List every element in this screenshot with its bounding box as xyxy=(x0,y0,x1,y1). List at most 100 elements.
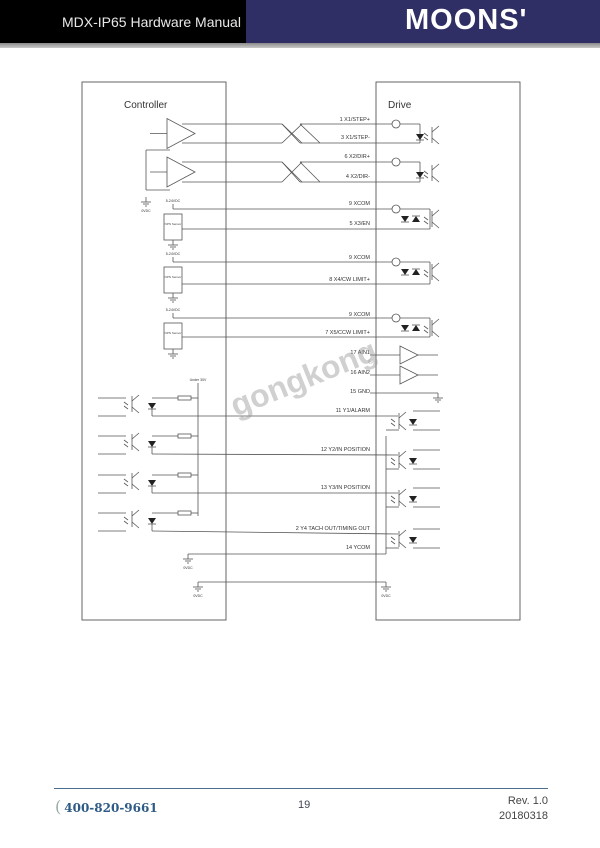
signal-label: 9 XCOM xyxy=(349,201,371,207)
phototransistor-icon xyxy=(431,262,440,270)
diode-icon xyxy=(401,269,409,275)
page-header: MDX-IP65 Hardware Manual MOONS' xyxy=(0,0,600,48)
phototransistor-icon xyxy=(131,483,140,491)
light-arrow-icon xyxy=(123,516,129,521)
phototransistor-icon xyxy=(398,411,407,419)
light-arrow-icon xyxy=(390,495,396,500)
light-arrow-icon xyxy=(390,418,396,423)
wire xyxy=(299,161,321,183)
drive-label: Drive xyxy=(388,100,412,111)
wire xyxy=(281,123,301,144)
diode-icon xyxy=(401,325,409,331)
signal-label: 11 Y1/ALARM xyxy=(336,408,371,414)
current-limiter-icon xyxy=(391,119,401,129)
phototransistor-icon xyxy=(431,318,440,326)
light-arrow-icon xyxy=(423,216,429,221)
phone-icon: ( xyxy=(55,797,62,816)
signal-label: 1 X1/STEP+ xyxy=(340,117,370,123)
diode-icon xyxy=(416,134,424,140)
sensor-label: NPN Sensor xyxy=(165,275,182,279)
resistor-icon xyxy=(177,395,192,401)
header-right-band xyxy=(246,0,600,43)
signal-label: 9 XCOM xyxy=(349,255,371,261)
footer-phone: (400-820-9661 xyxy=(55,797,158,816)
current-limiter-icon xyxy=(391,204,401,214)
light-arrow-icon xyxy=(123,482,129,487)
phototransistor-icon xyxy=(431,137,440,145)
header-left-band xyxy=(0,0,246,43)
diode-icon xyxy=(148,518,156,524)
phototransistor-icon xyxy=(398,541,407,549)
header-divider xyxy=(0,43,600,48)
output-supply-label: Under 30V xyxy=(190,378,207,382)
revision: Rev. 1.0 xyxy=(507,795,548,807)
phototransistor-icon xyxy=(131,471,140,479)
phototransistor-icon xyxy=(431,221,440,229)
light-arrow-icon xyxy=(423,170,429,175)
page-number: 19 xyxy=(298,799,311,811)
npn-sensor-box xyxy=(163,213,183,241)
light-arrow-icon xyxy=(423,132,429,137)
diode-icon xyxy=(148,441,156,447)
light-arrow-icon xyxy=(390,461,396,466)
signal-label: 9 XCOM xyxy=(349,312,371,318)
light-arrow-icon xyxy=(390,457,396,462)
diode-icon xyxy=(409,537,417,543)
sensor-label: NPN Sensor xyxy=(165,331,182,335)
line-driver-icon xyxy=(166,117,196,150)
controller-box xyxy=(81,81,227,621)
diode-icon xyxy=(412,216,420,222)
diode-icon xyxy=(412,325,420,331)
signal-label: 6 X2/DIR+ xyxy=(344,154,370,160)
signal-label: 16 AIN2 xyxy=(350,370,370,376)
phototransistor-icon xyxy=(398,500,407,508)
signal-label: 14 YCOM xyxy=(346,545,370,551)
wire xyxy=(151,530,399,535)
signal-label: 8 X4/CW LIMIT+ xyxy=(329,277,370,283)
light-arrow-icon xyxy=(123,443,129,448)
light-arrow-icon xyxy=(423,269,429,274)
sensor-label: NPN Sensor xyxy=(165,222,182,226)
light-arrow-icon xyxy=(390,540,396,545)
phototransistor-icon xyxy=(431,330,440,338)
light-arrow-icon xyxy=(423,329,429,334)
phototransistor-icon xyxy=(398,462,407,470)
ground-label: 0VDC xyxy=(193,594,203,598)
drive-box xyxy=(375,81,521,621)
wire xyxy=(281,123,303,144)
light-arrow-icon xyxy=(390,499,396,504)
phototransistor-icon xyxy=(398,488,407,496)
document-title: MDX-IP65 Hardware Manual xyxy=(62,14,241,30)
light-arrow-icon xyxy=(423,174,429,179)
light-arrow-icon xyxy=(423,220,429,225)
phototransistor-icon xyxy=(131,406,140,414)
phototransistor-icon xyxy=(398,423,407,431)
supply-label: 5-24VDC xyxy=(166,199,181,203)
diode-icon xyxy=(409,419,417,425)
current-limiter-icon xyxy=(391,157,401,167)
phototransistor-icon xyxy=(431,125,440,133)
supply-label: 5-24VDC xyxy=(166,308,181,312)
phototransistor-icon xyxy=(131,432,140,440)
resistor-icon xyxy=(177,510,192,516)
wire xyxy=(299,123,321,144)
light-arrow-icon xyxy=(423,273,429,278)
npn-sensor-box xyxy=(163,322,183,350)
phototransistor-icon xyxy=(131,394,140,402)
diode-icon xyxy=(148,480,156,486)
phototransistor-icon xyxy=(398,529,407,537)
phototransistor-icon xyxy=(398,450,407,458)
phone-number: 400-820-9661 xyxy=(64,801,158,815)
diode-icon xyxy=(409,458,417,464)
diode-icon xyxy=(409,496,417,502)
signal-label: 7 X5/CCW LIMIT+ xyxy=(325,330,370,336)
footer-divider xyxy=(54,788,548,789)
controller-label: Controller xyxy=(124,100,168,111)
phototransistor-icon xyxy=(431,274,440,282)
diode-icon xyxy=(148,403,156,409)
ground-label: 0VDC xyxy=(141,209,151,213)
npn-sensor-box xyxy=(163,266,183,294)
signal-label: 4 X2/DIR- xyxy=(346,174,370,180)
phototransistor-icon xyxy=(131,509,140,517)
phototransistor-icon xyxy=(131,521,140,529)
